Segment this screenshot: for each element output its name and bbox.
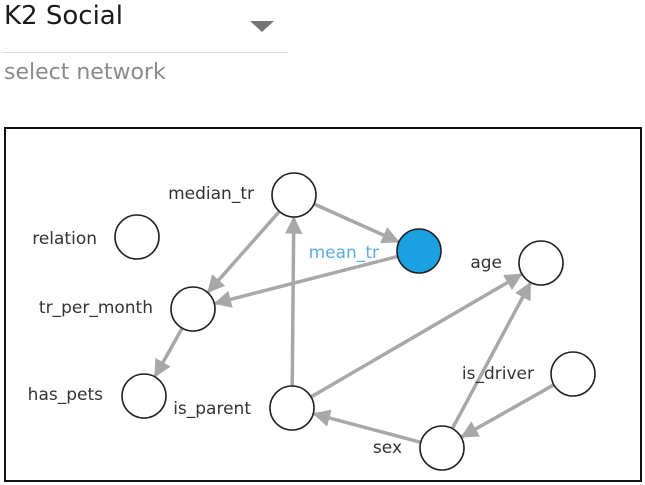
node-label: median_tr <box>168 184 254 204</box>
node-circle[interactable] <box>419 425 465 471</box>
node-sex[interactable]: sex <box>373 425 465 471</box>
node-tr_per_month[interactable]: tr_per_month <box>39 286 216 332</box>
edge-median_tr-to-tr_per_month <box>206 210 281 294</box>
network-select[interactable]: K2 Social <box>2 0 287 53</box>
node-label: sex <box>373 438 402 458</box>
node-circle[interactable] <box>396 228 442 274</box>
node-circle[interactable] <box>271 172 317 218</box>
edge-mean_tr-to-tr_per_month <box>213 254 399 308</box>
chevron-down-icon[interactable] <box>250 21 274 32</box>
node-circle[interactable] <box>170 286 216 332</box>
node-has_pets[interactable]: has_pets <box>28 373 167 419</box>
node-relation[interactable]: relation <box>32 214 160 260</box>
edge-median_tr-to-mean_tr <box>313 202 400 244</box>
node-circle[interactable] <box>269 385 315 431</box>
node-label: has_pets <box>28 385 103 405</box>
network-select-helper: select network <box>4 60 166 85</box>
node-median_tr[interactable]: median_tr <box>168 172 317 218</box>
edge-tr_per_month-to-has_pets <box>153 327 184 378</box>
node-label: tr_per_month <box>39 298 153 318</box>
node-label: is_driver <box>462 364 534 384</box>
node-circle[interactable] <box>121 373 167 419</box>
node-is_parent[interactable]: is_parent <box>173 385 315 431</box>
node-label: relation <box>32 229 97 249</box>
edge-sex-to-is_parent <box>312 409 422 445</box>
node-label: mean_tr <box>309 243 379 263</box>
node-circle[interactable] <box>518 240 564 286</box>
edge-is_parent-to-age <box>310 273 523 399</box>
node-circle[interactable] <box>114 214 160 260</box>
node-mean_tr[interactable]: mean_tr <box>309 228 442 274</box>
edge-is_parent-to-median_tr <box>284 216 303 387</box>
edge-layer <box>153 202 555 445</box>
edge-is_driver-to-sex <box>460 383 555 439</box>
node-label: age <box>470 253 502 273</box>
node-circle[interactable] <box>550 351 596 397</box>
node-age[interactable]: age <box>470 240 564 286</box>
node-is_driver[interactable]: is_driver <box>462 351 596 397</box>
node-label: is_parent <box>173 399 251 419</box>
network-select-value: K2 Social <box>4 1 123 31</box>
edge-sex-to-age <box>450 281 532 430</box>
